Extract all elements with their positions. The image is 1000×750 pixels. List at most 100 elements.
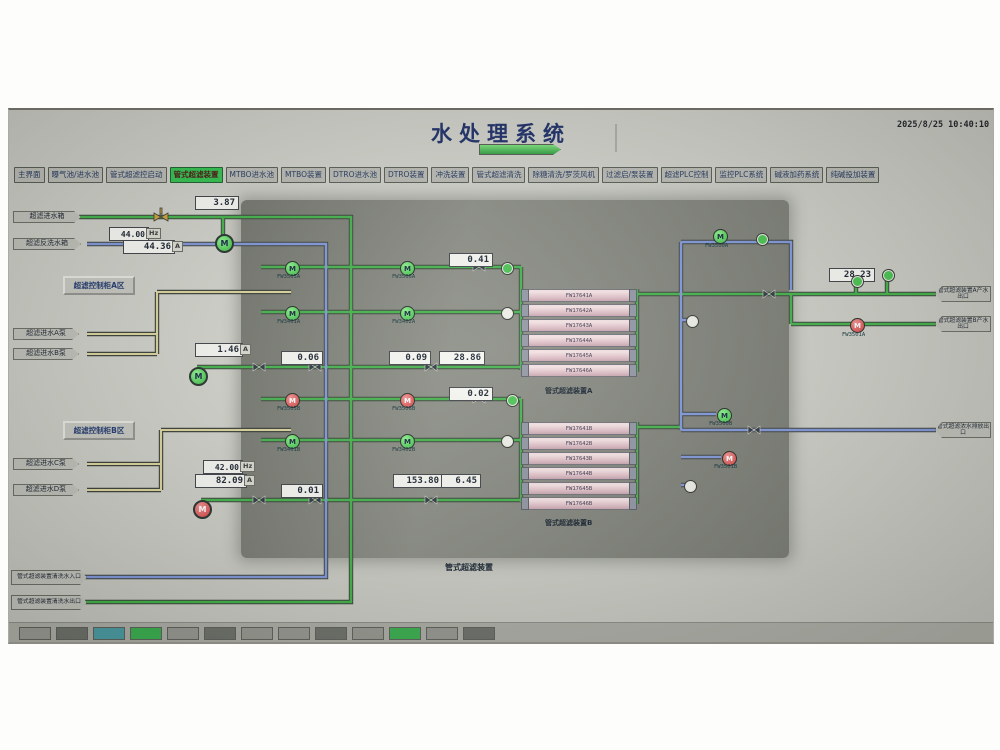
- cabinet-b-button[interactable]: 超滤控制柜B区: [63, 421, 135, 440]
- unit-freq-a: Hz: [146, 228, 162, 239]
- membrane-module: FW17644B: [521, 467, 637, 480]
- taskbar-chip[interactable]: [241, 626, 273, 640]
- tag-cip-outlet: 管式超滤装置清洗水出口: [11, 595, 87, 610]
- membrane-module: FW17643A: [521, 319, 637, 332]
- gauge-icon: [757, 234, 768, 245]
- valve-icon: [424, 362, 438, 372]
- taskbar-chip[interactable]: [352, 626, 384, 640]
- valve-icon: [762, 289, 776, 299]
- readout-p1-b: 0.01: [281, 484, 323, 498]
- taskbar-chip[interactable]: [56, 626, 88, 640]
- valve-tag: FW3401A: [277, 319, 301, 325]
- valve-icon: [153, 207, 169, 222]
- unit-pump-current-a: A: [240, 344, 252, 355]
- tab-uf-unit[interactable]: 管式超滤装置: [169, 167, 223, 183]
- mvalve-b1[interactable]: M: [285, 393, 300, 408]
- membrane-module: FW17641A: [521, 289, 637, 302]
- progress-bar: [479, 144, 561, 155]
- membrane-module: FW17644A: [521, 334, 637, 347]
- tab-uf-plc[interactable]: 超滤PLC控制: [660, 167, 713, 183]
- tab-uf-cip[interactable]: 管式超滤清洗: [472, 167, 526, 183]
- readout-freq-b: 42.00: [203, 460, 243, 474]
- tab-dtro-unit[interactable]: DTRO装置: [383, 167, 429, 183]
- taskbar-chip[interactable]: [204, 626, 236, 640]
- valve-tag: FW3501B: [714, 464, 738, 470]
- gauge-icon: [502, 436, 513, 447]
- readout-feed-pressure-b: 0.02: [449, 387, 493, 401]
- readout-p1-a: 0.06: [281, 351, 323, 365]
- membrane-module: FW17645B: [521, 482, 637, 495]
- cabinet-a-button[interactable]: 超滤控制柜A区: [63, 276, 135, 295]
- group-a-label: 管式超滤装置A: [545, 387, 593, 395]
- membrane-module: FW17642A: [521, 304, 637, 317]
- valve-tag: FW3505B: [277, 406, 301, 412]
- membrane-module: FW17642B: [521, 437, 637, 450]
- pump-train-b[interactable]: M: [193, 500, 212, 519]
- valve-icon: [252, 362, 266, 372]
- valve-tag: FW3506A: [392, 274, 416, 280]
- readout-feed-pressure-a: 0.41: [449, 253, 493, 267]
- clock: 2025/8/25 10:40:10: [897, 120, 990, 130]
- taskbar-chip[interactable]: [19, 626, 51, 640]
- mvalve-b4[interactable]: M: [400, 434, 415, 449]
- valve-tag: FW3501A: [842, 332, 866, 338]
- readout-current-b: 82.09: [195, 474, 247, 488]
- taskbar-chip[interactable]: [167, 626, 199, 640]
- mvalve-a1[interactable]: M: [285, 261, 300, 276]
- valve-icon: [308, 495, 322, 505]
- tab-dosing[interactable]: 碱液加药系统: [770, 167, 824, 183]
- tab-mtbo-unit[interactable]: MTBO装置: [281, 167, 326, 183]
- tag-feed-pump-c: 超滤进水C泵: [13, 458, 79, 470]
- unit-current-a: A: [172, 241, 184, 252]
- unit-current-b: A: [244, 475, 256, 486]
- valve-tag: FW3500B: [709, 421, 733, 427]
- valve-icon: [424, 495, 438, 505]
- pump-train-a[interactable]: M: [189, 367, 208, 386]
- taskbar-chip[interactable]: [426, 626, 458, 640]
- mvalve-a4[interactable]: M: [400, 306, 415, 321]
- tab-scada-plc[interactable]: 监控PLC系统: [715, 167, 768, 183]
- tab-dtro-feed[interactable]: DTRO进水池: [329, 167, 381, 183]
- tab-blower[interactable]: 除糖清洗/罗茨风机: [528, 167, 599, 183]
- gauge-icon: [883, 270, 894, 281]
- tab-aeration[interactable]: 曝气池/进水池: [47, 167, 104, 183]
- membrane-module: FW17645A: [521, 349, 637, 362]
- tag-uf-backwash-tank: 超滤反洗水箱: [13, 238, 81, 250]
- tab-uf-start[interactable]: 管式超滤控启动: [106, 167, 167, 183]
- mvalve-permeate-b[interactable]: M: [850, 318, 865, 333]
- tab-filter-pump[interactable]: 过滤启/泵装置: [602, 167, 658, 183]
- valve-icon: [308, 362, 322, 372]
- readout-current-a: 44.36: [123, 240, 175, 254]
- taskbar-chip[interactable]: [389, 626, 421, 640]
- hmi-screen: 水处理系统 2025/8/25 10:40:10 主界面 曝气池/进水池 管式超…: [8, 108, 994, 644]
- valve-icon: [747, 425, 761, 435]
- tag-feed-pump-b: 超滤进水B泵: [13, 348, 79, 360]
- pump-feed-top[interactable]: M: [215, 234, 234, 253]
- readout-freq-a: 44.00: [109, 227, 149, 241]
- taskbar-chip[interactable]: [315, 626, 347, 640]
- taskbar-chip[interactable]: [93, 626, 125, 640]
- gauge-icon: [685, 481, 696, 492]
- taskbar-chip[interactable]: [463, 626, 495, 640]
- tab-flush[interactable]: 冲洗装置: [431, 167, 470, 183]
- tab-main[interactable]: 主界面: [14, 167, 45, 183]
- mvalve-a3[interactable]: M: [285, 306, 300, 321]
- tab-mtbo-feed[interactable]: MTBO进水池: [225, 167, 279, 183]
- gauge-icon: [687, 316, 698, 327]
- membrane-module: FW17646B: [521, 497, 637, 510]
- readout-pressure-top: 3.87: [195, 196, 239, 210]
- tag-permeate-a-outlet: 管式超滤装置A产水出口: [935, 286, 991, 302]
- mvalve-right-low[interactable]: M: [722, 451, 737, 466]
- taskbar-chip[interactable]: [278, 626, 310, 640]
- tab-soda[interactable]: 纯碱投加装置: [826, 167, 880, 183]
- mvalve-a2[interactable]: M: [400, 261, 415, 276]
- taskbar-chip[interactable]: [130, 626, 162, 640]
- valve-tag: FW3506B: [392, 406, 416, 412]
- mvalve-b3[interactable]: M: [285, 434, 300, 449]
- mvalve-right-mid[interactable]: M: [717, 408, 732, 423]
- gauge-icon: [507, 395, 518, 406]
- readout-pump-current-a: 1.46: [195, 343, 243, 357]
- mvalve-b2[interactable]: M: [400, 393, 415, 408]
- mvalve-right-top[interactable]: M: [713, 229, 728, 244]
